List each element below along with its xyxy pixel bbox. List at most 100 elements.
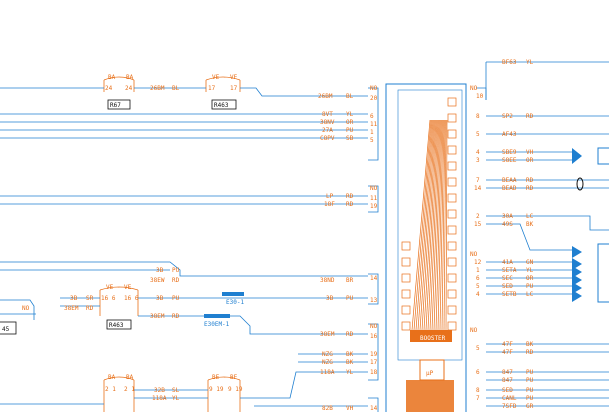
pin-number: 14 — [370, 275, 378, 282]
arrow-icon — [572, 258, 582, 270]
ba-bottom-pins-top: BA - BA — [108, 374, 134, 381]
left-wires — [0, 87, 368, 407]
ba-bottom-pin-right: 2 1 — [124, 386, 135, 393]
right-tag: 47F — [502, 341, 513, 348]
right-tag: SETA — [502, 267, 517, 274]
right-component-top — [597, 147, 609, 165]
connector-r67-label: R67 — [110, 102, 121, 109]
wire-color: PU — [172, 267, 180, 274]
wire-tag: 38EW — [150, 277, 165, 284]
wire-tag: NZG — [322, 359, 333, 366]
right-pin: 10 — [476, 93, 484, 100]
pin-number: 11 — [370, 121, 378, 128]
right-tag: 847 — [502, 369, 513, 376]
right-pin: 1 — [476, 267, 480, 274]
right-tag: 7SFD — [502, 403, 517, 410]
right-tag: SP2 — [502, 113, 513, 120]
pin-number: 1 — [370, 129, 374, 136]
wire-color: RD — [86, 305, 94, 312]
right-tag: BF63 — [502, 59, 517, 66]
right-tag: BEAA — [502, 177, 517, 184]
r463-mid-pin-left: 16 6 — [101, 295, 116, 302]
wire-tag: 3B — [326, 295, 334, 302]
r463-mid-pins-top: VE - VE — [106, 284, 132, 291]
right-color: PU — [526, 283, 534, 290]
right-wire-labels: 10 BF63 YL 8 SP2 RD 5 AF43 4 SBE9 VH 3 S… — [474, 59, 534, 410]
right-arrows — [572, 148, 582, 302]
connector-ba-bottom: BA - BA 2 1 2 1 — [103, 374, 135, 412]
right-color: OR — [526, 157, 534, 164]
wire-color: BL — [172, 85, 180, 92]
fuse-icon — [576, 177, 584, 191]
right-color: LC — [526, 291, 534, 298]
be-bottom-pin-right: 9 19 — [228, 386, 243, 393]
right-pin: 7 — [476, 177, 480, 184]
ba-bottom-pin-left: 2 1 — [105, 386, 116, 393]
left-wire-tags: 26BM BL 26BM BL 8VT YL 38NV OR 27A PU C8… — [64, 85, 354, 412]
wire-color: PU — [172, 295, 180, 302]
right-color: PU — [526, 387, 534, 394]
right-tag: S8EE — [502, 157, 517, 164]
wire-color: SL — [172, 387, 180, 394]
right-tag: SBE9 — [502, 149, 517, 156]
wire-tag: 38NV — [320, 119, 335, 126]
splice-e30em-label: E30EM-1 — [204, 321, 230, 328]
right-tag: 49S — [502, 221, 513, 228]
be-bottom-pins-top: BE - BE — [212, 374, 238, 381]
connector-r463-mid: R463 VE - VE 16 6 16 6 — [99, 284, 139, 330]
connector-r463-top: R463 VE - VE 17 17 — [205, 74, 241, 110]
wire-color: RD — [172, 313, 180, 320]
wire-color: PU — [346, 127, 354, 134]
right-color: VH — [526, 149, 534, 156]
wire-tag: 82B — [322, 405, 333, 412]
connector-be-bottom: BE - BE 9 19 9 19 — [207, 374, 243, 412]
pin-number: 6 — [370, 113, 374, 120]
right-pin: 2 — [476, 213, 480, 220]
arrow-icon — [572, 148, 582, 164]
right-color: YL — [526, 267, 534, 274]
r463-top-pin-left: 17 — [208, 85, 216, 92]
wire-tag: 3B — [156, 267, 164, 274]
wire-color: BL — [346, 93, 354, 100]
connector-45-label: 45 — [2, 326, 10, 333]
right-pin: 15 — [474, 221, 482, 228]
right-color: GR — [526, 403, 534, 410]
r67-pin-right: 24 — [125, 85, 133, 92]
right-color: GN — [526, 259, 534, 266]
right-pin: 7 — [476, 395, 480, 402]
wire-color: RD — [346, 331, 354, 338]
right-color: RD — [526, 113, 534, 120]
pin-number: 13 — [370, 297, 378, 304]
wire-tag: NZG — [322, 351, 333, 358]
splice-e30em — [204, 314, 230, 318]
pin-number: 18 — [370, 369, 378, 376]
micro-label: µP — [426, 370, 434, 377]
right-pin: 8 — [476, 113, 480, 120]
right-pin: 4 — [476, 149, 480, 156]
be-bottom-pin-left: 9 19 — [209, 386, 224, 393]
right-color: OR — [526, 275, 534, 282]
right-pin: 14 — [474, 185, 482, 192]
wire-color: YL — [172, 395, 180, 402]
arrow-icon — [572, 282, 582, 294]
arrow-icon — [572, 274, 582, 286]
right-color: BK — [526, 221, 534, 228]
node-no-lower: NO — [370, 323, 378, 330]
pin-number: 11 — [370, 195, 378, 202]
wire-color: RD — [346, 201, 354, 208]
wire-tag: 8VT — [322, 111, 333, 118]
node-no-mid: NO — [370, 185, 378, 192]
right-wires — [485, 61, 609, 407]
pin-number: 17 — [370, 359, 378, 366]
node-labels: NO NO NO NO NO NO — [370, 85, 478, 334]
right-component-stack — [597, 243, 609, 303]
right-pin: 5 — [476, 345, 480, 352]
right-tag: BEAD — [502, 185, 517, 192]
node-no-right-low: NO — [470, 327, 478, 334]
wire-tag: 38EM — [320, 331, 335, 338]
r463-top-pin-right: 17 — [230, 85, 238, 92]
node-no-right-mid: NO — [470, 251, 478, 258]
r463-mid-pin-right: 16 6 — [124, 295, 139, 302]
wire-tag: 32B — [154, 387, 165, 394]
